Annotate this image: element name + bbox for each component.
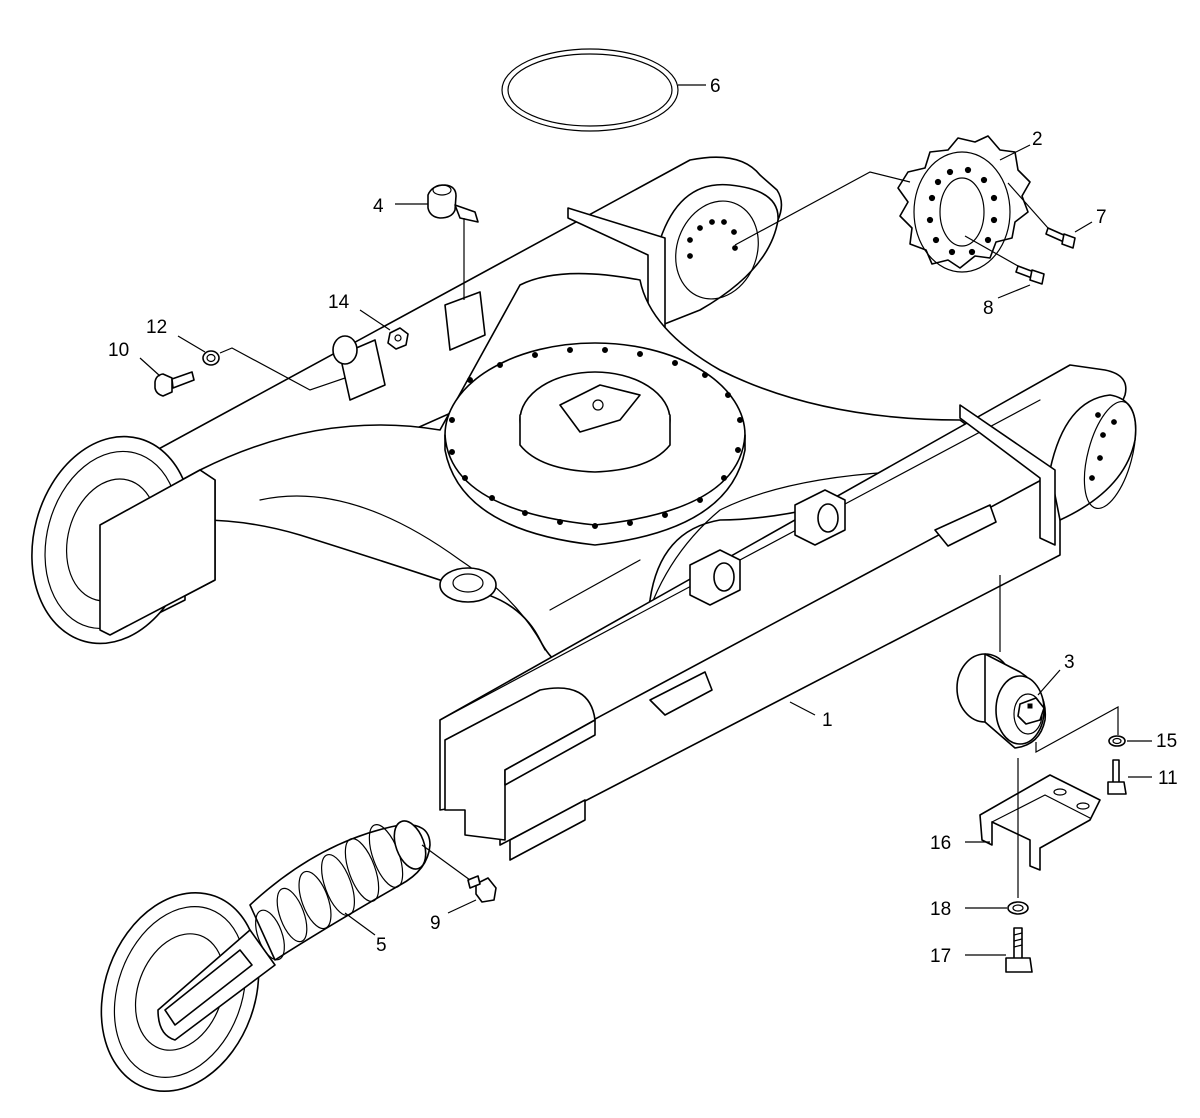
leader-8 <box>997 284 1031 299</box>
callout-6: 6 <box>710 76 721 97</box>
bolt-8-part <box>1015 265 1045 285</box>
bolt-11-part <box>1107 759 1127 795</box>
grease-fitting-9-part <box>467 875 497 903</box>
front-idler-part <box>100 891 276 1093</box>
bolt-17-part <box>1005 927 1033 973</box>
washer-12-part <box>202 350 220 366</box>
leader-9 <box>447 899 477 914</box>
washer-15-part <box>1108 735 1126 747</box>
callout-16: 16 <box>930 833 951 854</box>
track-frame-part <box>31 156 1137 861</box>
track-roller-part <box>956 653 1047 749</box>
leader-2 <box>999 144 1031 161</box>
callout-10: 10 <box>108 340 129 361</box>
o-ring-part <box>501 48 679 132</box>
leader-3 <box>1037 669 1061 696</box>
sprocket-part <box>897 135 1031 273</box>
callout-3: 3 <box>1064 652 1075 673</box>
leader-7-center <box>1007 182 1049 229</box>
washer-18-part <box>1007 901 1029 915</box>
callout-12: 12 <box>146 317 167 338</box>
leader-lines <box>139 84 1152 956</box>
leader-10 <box>139 357 161 377</box>
callout-2: 2 <box>1032 129 1043 150</box>
callout-8: 8 <box>983 298 994 319</box>
callout-17: 17 <box>930 946 951 967</box>
callout-18: 18 <box>930 899 951 920</box>
callout-11: 11 <box>1158 768 1178 789</box>
callout-5: 5 <box>376 935 387 956</box>
leader-9-spring <box>421 844 471 881</box>
callout-1: 1 <box>822 710 833 731</box>
roller-guard-bracket-part <box>979 774 1101 871</box>
leader-14 <box>359 309 391 331</box>
callout-15: 15 <box>1156 731 1177 752</box>
recoil-spring-part <box>249 820 431 961</box>
leader-15-roller <box>1035 705 1119 754</box>
leader-1 <box>789 701 816 716</box>
leader-12-frame <box>219 347 346 391</box>
bolt-10-part <box>154 371 195 397</box>
callout-labels: 1 2 3 4 5 6 7 8 9 10 11 12 14 15 16 17 1… <box>108 76 1178 967</box>
leader-12 <box>177 335 206 353</box>
callout-4: 4 <box>373 196 384 217</box>
grease-fitting-4-part <box>427 184 479 223</box>
nut-14-part <box>387 327 409 350</box>
callout-14: 14 <box>328 292 350 313</box>
leader-7 <box>1074 221 1093 233</box>
callout-9: 9 <box>430 913 441 934</box>
leader-2-frame <box>734 171 911 246</box>
leader-8-center <box>964 235 1019 267</box>
leader-5 <box>344 912 376 936</box>
callout-7: 7 <box>1096 207 1107 228</box>
bolt-7-part <box>1045 227 1076 249</box>
